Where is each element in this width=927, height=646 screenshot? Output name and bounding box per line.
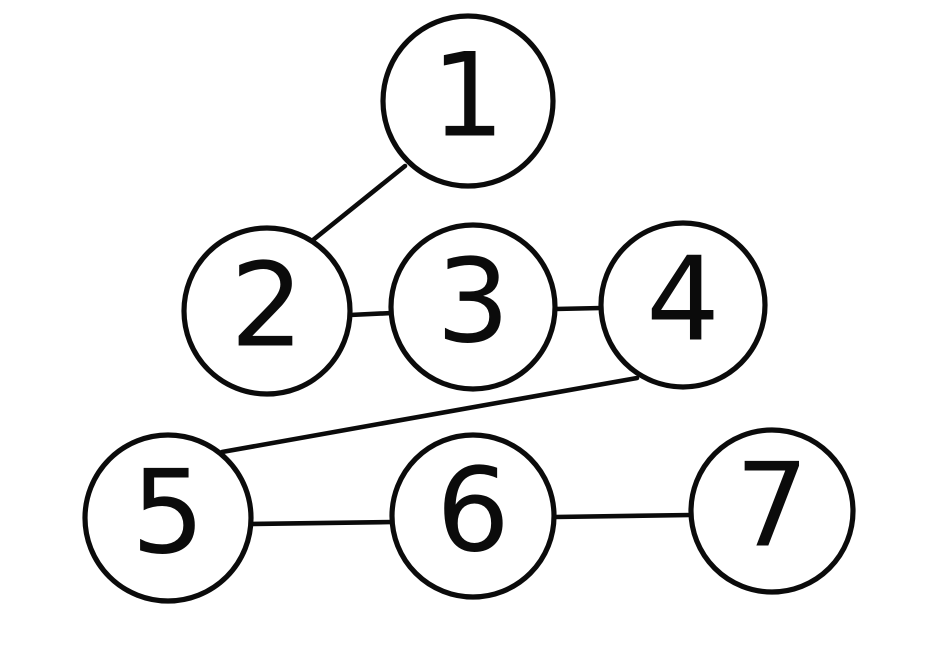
node-label-7: 7 — [735, 439, 809, 574]
graph-edge-3-4[interactable] — [552, 305, 605, 312]
node-label-6: 6 — [436, 444, 510, 579]
node-circle-1[interactable] — [380, 13, 556, 189]
node-circle-3[interactable] — [388, 222, 558, 392]
graph-edge-4-5[interactable] — [219, 375, 640, 455]
graph-node-5[interactable]: 5 — [82, 432, 254, 604]
node-circle-6[interactable] — [389, 432, 557, 600]
graph-edge-6-7[interactable] — [552, 512, 694, 520]
graph-node-3[interactable]: 3 — [388, 222, 558, 392]
node-circle-7[interactable] — [688, 427, 856, 595]
graph-node-6[interactable]: 6 — [389, 432, 557, 600]
edges-layer — [219, 163, 694, 527]
graph-node-7[interactable]: 7 — [688, 427, 856, 595]
graph-node-1[interactable]: 1 — [380, 13, 556, 189]
node-label-4: 4 — [646, 233, 720, 368]
graph-node-4[interactable]: 4 — [598, 220, 768, 390]
node-label-2: 2 — [230, 239, 304, 374]
graph-edge-5-6[interactable] — [247, 519, 396, 527]
node-circle-2[interactable] — [181, 225, 353, 397]
node-circle-5[interactable] — [82, 432, 254, 604]
graph-edge-1-2[interactable] — [310, 163, 408, 243]
node-label-3: 3 — [436, 235, 510, 370]
graph-node-2[interactable]: 2 — [181, 225, 353, 397]
graph-edge-2-3[interactable] — [347, 310, 395, 318]
node-label-5: 5 — [131, 446, 205, 581]
node-label-1: 1 — [431, 29, 505, 164]
node-circle-4[interactable] — [598, 220, 768, 390]
